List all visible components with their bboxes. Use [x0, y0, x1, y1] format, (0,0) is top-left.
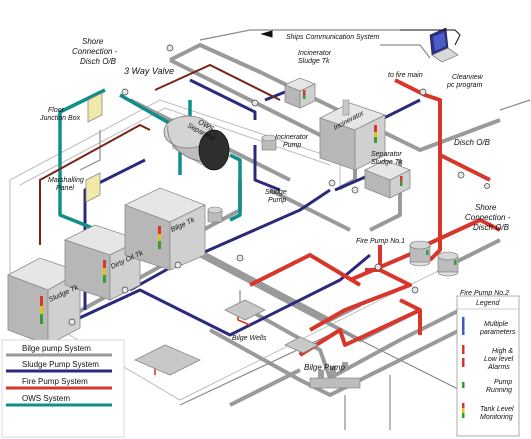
system-key: Bilge pump System Sludge Pump System Fir… [1, 339, 125, 438]
incinerator-sludge-tank[interactable] [283, 77, 317, 109]
laptop-icon[interactable] [429, 27, 459, 63]
system-key-row-sludge: Sludge Pump System [6, 360, 112, 373]
bilge-well-right [284, 336, 319, 354]
svg-text:OWS System: OWS System [22, 394, 70, 403]
system-key-row-fire: Fire Pump System [6, 377, 112, 390]
label-disch-ob: Disch O/B [454, 138, 491, 147]
svg-text:Tank Level Monitoring: Tank Level Monitoring [480, 406, 516, 421]
fire-pump-1[interactable] [409, 240, 431, 267]
sludge-tank[interactable] [7, 257, 81, 346]
bilge-pump[interactable] [309, 362, 361, 389]
ows-separator[interactable] [163, 115, 230, 171]
label-shore-connection-right: Shore Connection - Disch O/B [465, 203, 513, 232]
svg-text:Multiple parameters: Multiple parameters [479, 321, 516, 336]
label-fire-pump-1: Fire Pump No.1 [356, 238, 405, 245]
label-incinerator-pump: Incinerator Pump [275, 134, 310, 149]
label-clearview: Clearview pc program [446, 74, 485, 89]
label-ships-comm-system: Ships Communication System [286, 34, 380, 41]
legend-item-level-alarms: High & Low level Alarms [462, 345, 515, 371]
label-fire-pump-2: Fire Pump No.2 [460, 290, 509, 297]
comm-line [260, 29, 461, 46]
bilge-well-center [224, 299, 266, 321]
label-bilge-wells: Bilge Wells [232, 335, 267, 342]
label-bilge-pump: Bilge Pump [304, 363, 345, 372]
dirty-oil-lines [39, 63, 281, 245]
fire-pump-2[interactable] [437, 251, 459, 277]
fire-pump-system-pipes [249, 78, 501, 357]
svg-text:High & Low level: High & Low level Alarms [484, 348, 515, 371]
legend-title: Legend [476, 300, 500, 307]
incinerator-pump[interactable] [261, 134, 277, 151]
valve-icons[interactable] [68, 44, 490, 326]
bilge-tank[interactable] [123, 187, 207, 271]
label-shore-connection-left: Shore Connection - Disch O/B [72, 37, 120, 66]
svg-text:Fire Pump System: Fire Pump System [22, 377, 88, 386]
separator-sludge-tank[interactable] [364, 159, 411, 199]
label-separator-sludge-tk: Separator Sludge Tk [371, 151, 404, 166]
svg-text:Bilge pump System: Bilge pump System [22, 344, 91, 353]
svg-text:Pump Running: Pump Running [486, 379, 514, 394]
legend-item-tank-level: Tank Level Monitoring [462, 403, 516, 421]
label-floor-junction-box: Floor Junction Box [39, 107, 81, 122]
label-marshalling-panel: Marshalling Panel [48, 177, 86, 192]
label-incinerator-sludge-tk: Incinerator Sludge Tk [298, 50, 333, 65]
system-key-row-bilge: Bilge pump System [6, 344, 112, 357]
label-to-fire-main: to fire main [388, 72, 423, 79]
incinerator[interactable] [318, 99, 387, 171]
floor-junction-box[interactable] [87, 92, 103, 123]
legend-item-pump-running: Pump Running [462, 379, 514, 394]
label-sludge-pump: Sludge Pump [265, 189, 289, 204]
sludge-pump[interactable] [207, 206, 223, 223]
legend-item-multiple-parameters: Multiple parameters [462, 317, 516, 336]
svg-text:Sludge Pump System: Sludge Pump System [22, 360, 99, 369]
bilge-well-left [134, 344, 201, 376]
system-key-row-ows: OWS System [6, 394, 112, 407]
marshalling-panel[interactable] [85, 172, 101, 203]
legend-panel: Legend Multiple parameters High & Low le… [456, 295, 520, 437]
label-three-way-valve: 3 Way Valve [124, 66, 174, 76]
